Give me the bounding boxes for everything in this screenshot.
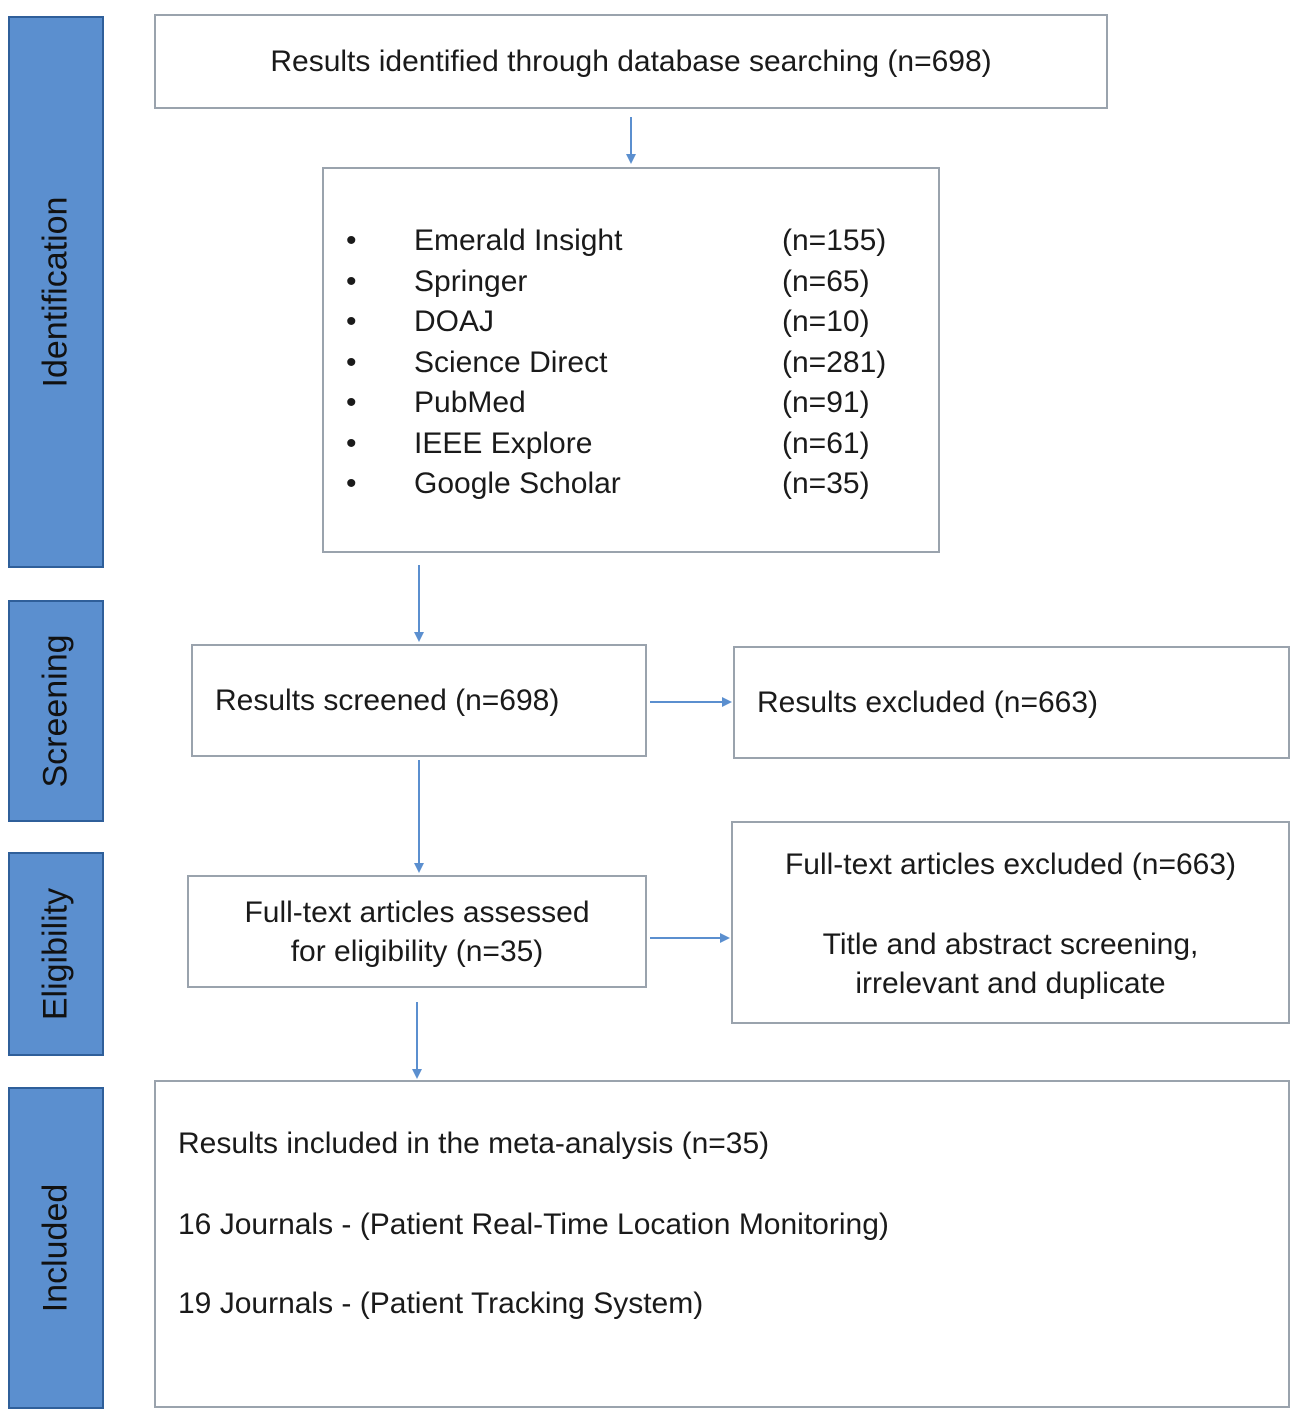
identified-text: Results identified through database sear… — [270, 45, 992, 78]
database-name: Springer — [414, 264, 528, 298]
bullet: • — [346, 426, 357, 460]
stage-identification: Identification — [8, 16, 104, 568]
bullet: • — [346, 305, 357, 338]
database-count: (n=10) — [782, 305, 870, 338]
bullet: • — [346, 345, 357, 379]
excluded-text: Results excluded (n=663) — [757, 686, 1099, 719]
reason-line: irrelevant and duplicate — [855, 967, 1166, 1000]
bullet: • — [346, 467, 357, 500]
database-name: PubMed — [414, 386, 526, 419]
fulltext-excluded-title: Full-text articles excluded (n=663) — [784, 848, 1237, 881]
stage-eligibility: Eligibility — [8, 852, 104, 1056]
database-name: DOAJ — [414, 305, 495, 338]
database-count: (n=281) — [782, 345, 887, 379]
included-box: Results included in the meta-analysis (n… — [154, 1080, 1290, 1408]
stage-screening: Screening — [8, 600, 104, 822]
bullet: • — [346, 264, 357, 298]
stage-included: Included — [8, 1087, 104, 1409]
included-line: 19 Journals - (Patient Tracking System) — [178, 1287, 704, 1320]
database-name: IEEE Explore — [414, 426, 593, 460]
bullet: • — [346, 224, 357, 257]
database-name: Science Direct — [414, 345, 608, 379]
screened-text: Results screened (n=698) — [215, 684, 560, 717]
assessed-line: for eligibility (n=35) — [290, 934, 544, 968]
screened-box: Results screened (n=698) — [191, 644, 647, 757]
assessed-line: Full-text articles assessed — [244, 895, 590, 929]
identified-box: Results identified through database sear… — [154, 14, 1108, 109]
excluded-box: Results excluded (n=663) — [733, 646, 1290, 759]
database-name: Emerald Insight — [414, 224, 623, 257]
database-name: Google Scholar — [414, 467, 621, 500]
database-count: (n=35) — [782, 467, 870, 500]
databases-box: •Emerald Insight(n=155) •Springer(n=65) … — [322, 167, 940, 553]
fulltext-excluded-reason: Title and abstract screening, irrelevant… — [733, 925, 1288, 1003]
fulltext-excluded-box: Full-text articles excluded (n=663) Titl… — [731, 821, 1290, 1024]
included-line: 16 Journals - (Patient Real-Time Locatio… — [178, 1208, 889, 1241]
reason-line: Title and abstract screening, — [822, 928, 1199, 961]
included-main: Results included in the meta-analysis (n… — [178, 1127, 770, 1160]
assessed-box: Full-text articles assessed for eligibil… — [187, 875, 647, 988]
database-count: (n=65) — [782, 264, 870, 298]
database-count: (n=91) — [782, 386, 870, 419]
database-count: (n=155) — [782, 224, 887, 257]
bullet: • — [346, 386, 357, 419]
database-count: (n=61) — [782, 426, 870, 460]
